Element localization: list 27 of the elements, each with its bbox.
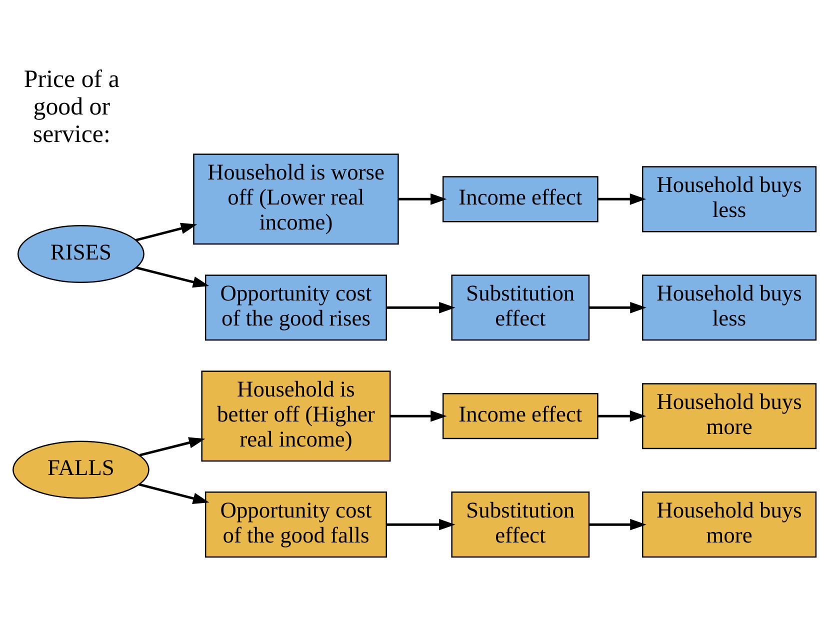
node-box: Income effect bbox=[442, 393, 598, 440]
arrow bbox=[138, 483, 210, 504]
node-box: Household buys less bbox=[642, 274, 817, 341]
node-box: Household buys less bbox=[642, 166, 817, 232]
arrow bbox=[386, 518, 456, 530]
arrow bbox=[386, 302, 456, 314]
node-box: Opportunity cost of the good rises bbox=[204, 274, 387, 341]
node-ellipse: FALLS bbox=[12, 440, 150, 499]
node-box: Substitution effect bbox=[451, 492, 590, 558]
arrow bbox=[136, 222, 198, 242]
arrow bbox=[136, 266, 210, 288]
node-box: Household buys more bbox=[642, 383, 817, 450]
arrow bbox=[589, 518, 646, 530]
node-box: Substitution effect bbox=[451, 274, 590, 341]
node-box: Opportunity cost of the good falls bbox=[204, 492, 387, 558]
arrow bbox=[139, 437, 206, 456]
node-box: Household is worse off (Lower real income) bbox=[193, 154, 399, 245]
node-box: Income effect bbox=[442, 176, 598, 222]
arrow bbox=[598, 410, 646, 422]
arrow bbox=[589, 302, 646, 314]
arrow bbox=[390, 410, 447, 422]
diagram-title: Price of a good or service: bbox=[24, 66, 120, 148]
arrow bbox=[398, 193, 447, 205]
node-ellipse: RISES bbox=[17, 225, 144, 284]
node-box: Household is better off (Higher real income) bbox=[201, 370, 391, 462]
node-box: Household buys more bbox=[642, 492, 817, 558]
arrow bbox=[598, 193, 646, 205]
